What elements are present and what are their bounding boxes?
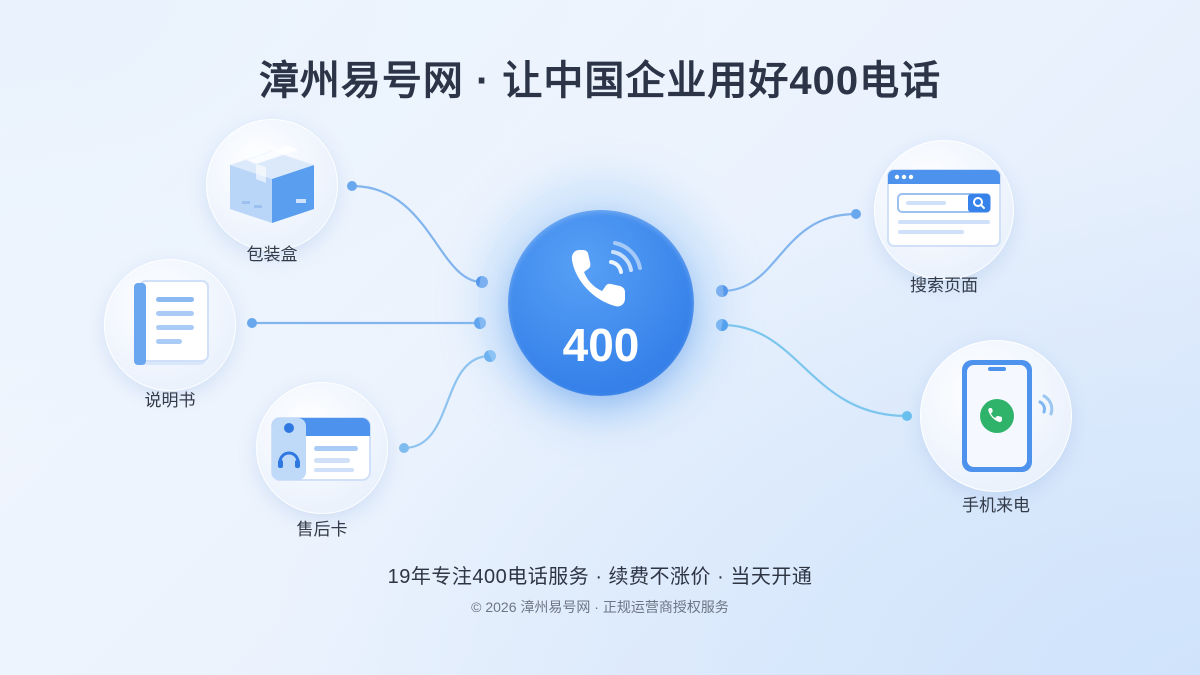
mobile-call-icon xyxy=(962,360,1054,472)
link-mobile xyxy=(720,323,909,418)
dot-search-end xyxy=(851,209,861,219)
label-mobile-call: 手机来电 xyxy=(962,496,1030,515)
dot-card-end xyxy=(399,443,409,453)
node-search-page xyxy=(874,140,1014,280)
link-box xyxy=(350,184,484,284)
footer-copyright: © 2026 漳州易号网 · 正规运营商授权服务 xyxy=(471,599,729,615)
tagline: 19年专注400电话服务 · 续费不涨价 · 当天开通 xyxy=(387,566,813,588)
node-mobile-call xyxy=(920,340,1072,492)
dot-box-end xyxy=(347,181,357,191)
hub-number-400: 400 xyxy=(562,319,640,371)
node-manual xyxy=(104,259,236,391)
node-packaging-box xyxy=(206,119,338,251)
label-search-page: 搜索页面 xyxy=(910,276,978,295)
search-page-icon xyxy=(887,169,1001,247)
label-manual: 说明书 xyxy=(144,391,196,410)
dot-mobile-end xyxy=(902,411,912,421)
manual-document-icon xyxy=(134,280,209,365)
label-packaging-box: 包装盒 xyxy=(246,245,298,264)
phone-ringing-icon xyxy=(571,241,642,307)
after-sales-card-icon xyxy=(271,417,371,481)
page-title: 漳州易号网 · 让中国企业用好400电话 xyxy=(258,59,942,103)
label-after-sales-card: 售后卡 xyxy=(296,520,348,539)
node-after-sales-card xyxy=(256,382,388,514)
package-box-icon xyxy=(230,146,314,223)
dot-manual-end xyxy=(247,318,257,328)
link-card xyxy=(402,354,492,450)
hub-400-circle: 400 xyxy=(508,210,694,396)
link-search xyxy=(720,212,858,293)
